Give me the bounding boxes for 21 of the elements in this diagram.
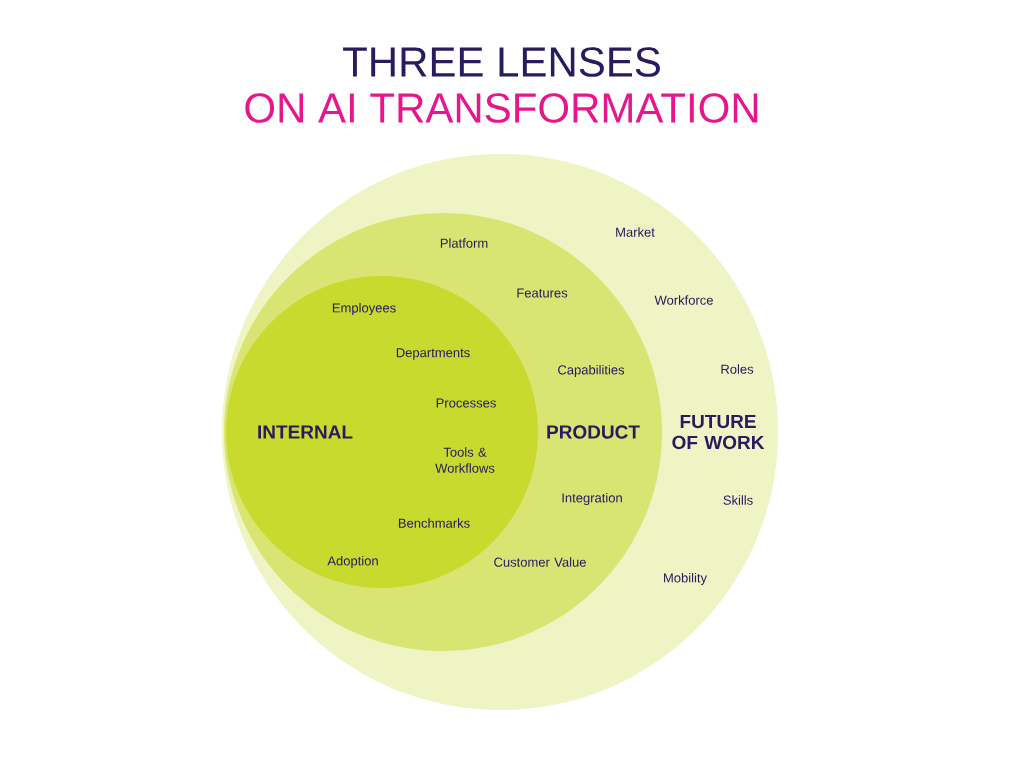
lens-item: Integration [562, 492, 622, 506]
subtitle: ON AI TRANSFORMATION [245, 93, 758, 123]
lens-item: Skills [723, 495, 753, 505]
lens-item: Workforce [654, 295, 713, 305]
lens-item: Features [517, 288, 568, 298]
lens-item: Capabilities [558, 364, 625, 378]
lens-item: Platform [440, 238, 488, 248]
lens-item: Employees [332, 302, 396, 316]
title: THREE LENSES [343, 47, 660, 77]
lens-item: Mobility [664, 572, 707, 586]
lens-heading: INTERNAL [258, 425, 353, 439]
lens-item: Processes [436, 398, 496, 408]
lens-item: Benchmarks [398, 518, 470, 528]
lens-item: Departments [396, 348, 470, 360]
lens-item: Customer Value [494, 557, 586, 567]
lens-item: Tools & Workflows [435, 447, 495, 473]
lens-heading: PRODUCT [547, 425, 640, 439]
lens-item: Roles [721, 364, 754, 374]
lens-item: Market [616, 227, 655, 237]
lens-item: Adoption [327, 555, 378, 569]
lens-heading: FUTURE OF WORK [672, 414, 765, 450]
